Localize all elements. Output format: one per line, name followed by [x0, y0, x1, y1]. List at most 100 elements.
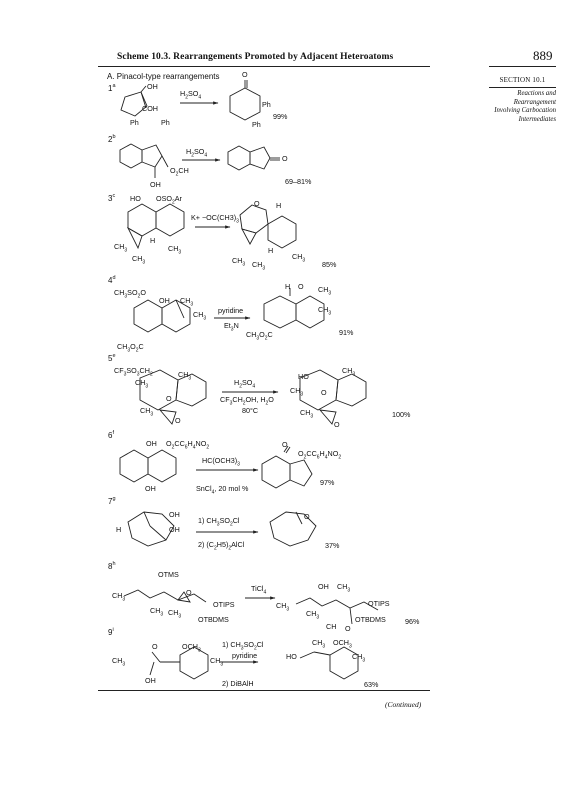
entry5-label: O — [321, 388, 327, 397]
page-number: 889 — [533, 48, 553, 63]
entry7-label: OH — [169, 510, 180, 519]
entry9-label: CH3 — [112, 656, 126, 668]
entry3-label: H — [150, 236, 156, 245]
entry6-yield: 97% — [320, 478, 335, 487]
entry2-label: O2CH — [170, 166, 189, 178]
entry8-structures — [123, 589, 379, 625]
entry4-reagent: pyridine — [218, 306, 244, 315]
entry-number: 7g — [108, 496, 116, 506]
entry3-label: CH3 — [232, 256, 246, 268]
entry3-label: H — [276, 201, 282, 210]
entry9-label: CH3 — [210, 656, 224, 668]
entry8-label: OTIPS — [368, 599, 390, 608]
entry3-reagent: K+ −OC(CH3)3 — [191, 213, 239, 225]
entry4-reagent: Et3N — [224, 321, 239, 333]
entry4-label: H — [285, 282, 291, 291]
entry3-label: OSO2Ar — [156, 194, 182, 206]
entry9-reagent: 2) DiBAlH — [222, 679, 254, 688]
entry7-structures — [127, 511, 317, 547]
entry4-label: CH3 — [318, 285, 332, 297]
entry5-label: HO — [298, 372, 309, 381]
entry5-label: O — [175, 416, 181, 425]
entry8-label: CH3 — [337, 582, 351, 594]
entry1-label: Ph — [161, 118, 170, 127]
entry4-label: CH3 — [193, 310, 207, 322]
entry5-yield: 100% — [392, 410, 411, 419]
entry7-label: OH — [169, 525, 180, 534]
entry3-label: H — [268, 246, 274, 255]
header-rule — [98, 66, 430, 67]
sidebar-topic: Reactions and Rearrangement Involving Ca… — [470, 90, 556, 124]
entry7-reagent: 1) CH3SO2Cl — [198, 516, 240, 528]
entry8-label: CH3 — [168, 608, 182, 620]
entry8-label: OTBDMS — [355, 615, 386, 624]
scheme-title: Scheme 10.3. Rearrangements Promoted by … — [117, 52, 394, 62]
entry5-label: O — [166, 394, 172, 403]
entry5-label: O — [334, 420, 340, 429]
sidebar-rule-top — [489, 66, 556, 67]
entry5-label: CF3SO3CH2 — [114, 366, 153, 378]
entry5-label: CH3 — [178, 370, 192, 382]
entry3-label: CH3 — [168, 244, 182, 256]
footer-rule — [98, 690, 430, 691]
entry1-label: COH — [142, 104, 158, 113]
entry1-label: Ph — [252, 120, 261, 129]
entry9-yield: 63% — [364, 680, 379, 689]
entry7-reagent: 2) (C2H5)2AlCl — [198, 540, 245, 552]
entry8-label: OTIPS — [213, 600, 235, 609]
entry4-label: CH3O2C — [117, 342, 144, 354]
entry6-label: O2CC6H4NO2 — [298, 449, 342, 461]
entry9-label: HO — [286, 652, 297, 661]
entry6-reagent: SnCl4, 20 mol % — [196, 484, 249, 496]
entry-number: 6f — [108, 430, 114, 440]
entry4-label: OH — [159, 296, 170, 305]
entry3-label: O — [254, 199, 260, 208]
entry4-label: CH3 — [180, 296, 194, 308]
entry6-label: O — [282, 440, 288, 449]
entry1-label: Ph — [262, 100, 271, 109]
entry5-reagent: CF3CH2OH, H2O — [220, 395, 274, 407]
entry9-label: OCH3 — [333, 638, 352, 650]
sidebar-topic-line: Rearrangement — [513, 98, 556, 106]
entry8-label: CH3 — [150, 606, 164, 618]
continued-note: (Continued) — [385, 700, 422, 709]
entry1-structures — [120, 80, 261, 121]
entry4-structures — [133, 288, 325, 333]
entry4-label: CH3 — [318, 305, 332, 317]
entry7-label: H — [116, 525, 122, 534]
entry4-yield: 91% — [339, 328, 354, 337]
entry3-label: CH3 — [132, 254, 146, 266]
entry6-structures — [119, 445, 313, 489]
entry4-label: CH3O2C — [246, 330, 273, 342]
entry4-label: CH3SO2O — [114, 288, 146, 300]
entry1-label: OH — [147, 82, 158, 91]
entry8-yield: 96% — [405, 617, 420, 626]
entry9-label: CH3 — [312, 638, 326, 650]
entry7-label: O — [304, 512, 310, 521]
entry3-label: CH3 — [114, 242, 128, 254]
entry5-reagent: H2SO4 — [234, 378, 256, 390]
entry8-label: OH — [318, 582, 329, 591]
entry1-yield: 99% — [273, 112, 288, 121]
entry8-label: CH3 — [112, 591, 126, 603]
entry8-label: CH3 — [276, 601, 290, 613]
entry9-structures — [149, 646, 359, 680]
entry3-label: CH3 — [292, 252, 306, 264]
sidebar-topic-line: Intermediates — [518, 115, 556, 123]
entry2-label: O — [282, 154, 288, 163]
entry9-label: O — [152, 642, 158, 651]
entry8-label: OTBDMS — [198, 615, 229, 624]
entry6-reagent: HC(OCH3)3 — [202, 456, 240, 468]
entry5-label: CH3 — [300, 408, 314, 420]
entry-number: 8h — [108, 561, 116, 571]
entry5-label: CH3 — [290, 386, 304, 398]
entry3-label: CH3 — [252, 260, 266, 272]
entry2-reagent: H2SO4 — [186, 147, 208, 159]
entry-number: 3c — [108, 193, 116, 203]
entry8-reagent: TiCl4 — [251, 584, 267, 596]
section-heading: A. Pinacol-type rearrangements — [107, 72, 220, 81]
entry5-reagent: 80°C — [242, 406, 259, 415]
entry3-structures — [126, 203, 297, 250]
entry9-reagent: pyridine — [232, 651, 258, 660]
